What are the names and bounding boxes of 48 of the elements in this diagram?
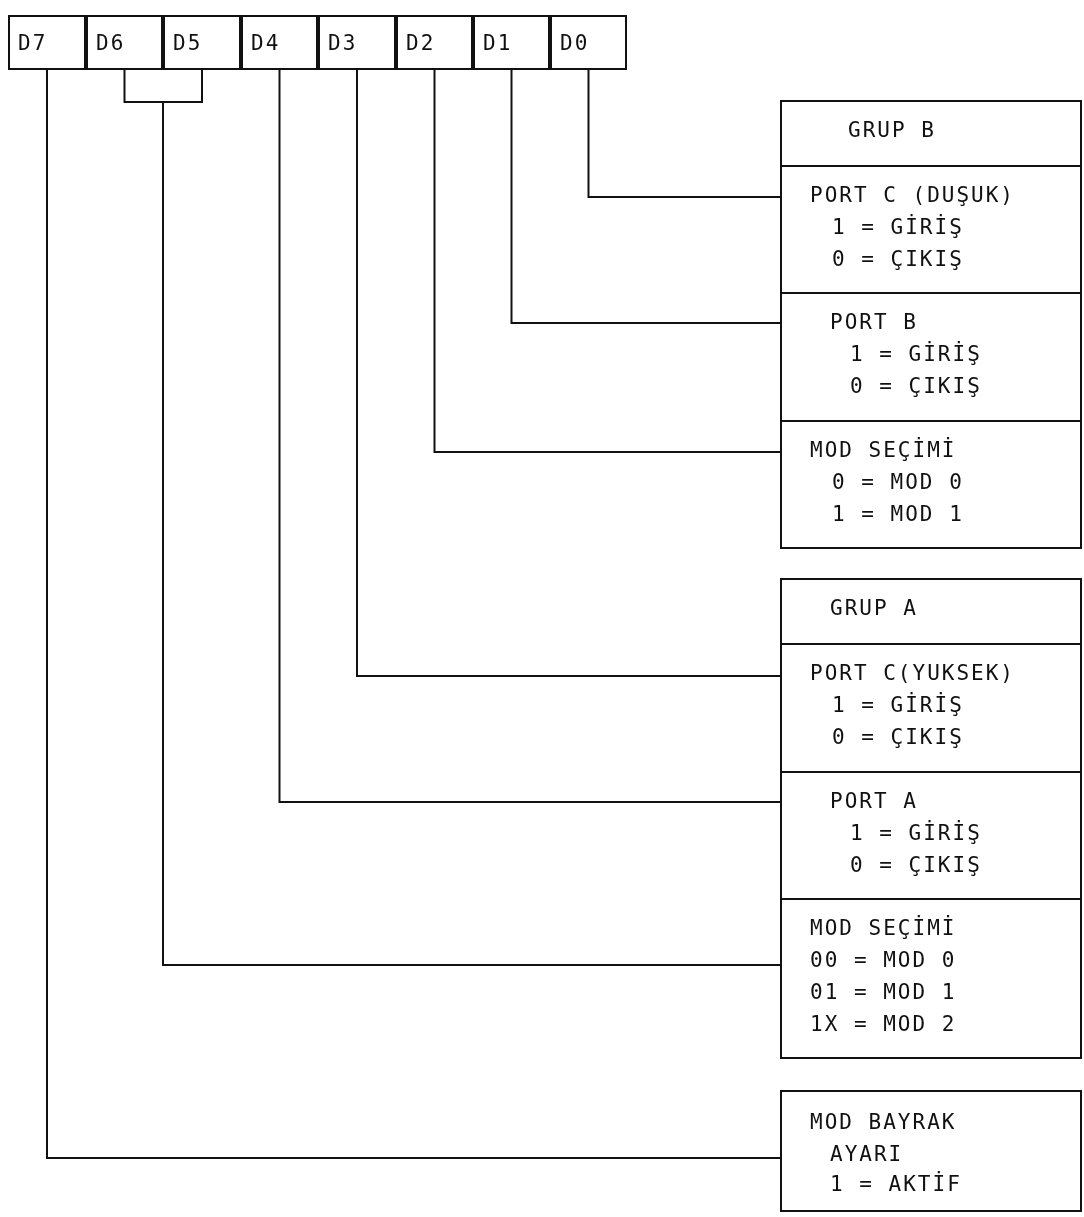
bit-label: D1	[483, 30, 513, 57]
setting-value: 1 = GİRİŞ	[832, 691, 964, 719]
register-bit-box	[473, 15, 550, 70]
setting-value: 1X = MOD 2	[810, 1011, 957, 1038]
register-bit-box	[86, 15, 163, 70]
bit-label: D6	[96, 30, 126, 57]
group-panel	[780, 578, 1082, 1059]
setting-value: 0 = ÇIKIŞ	[850, 373, 982, 400]
setting-value: 1 = GİRİŞ	[850, 819, 982, 847]
register-bit-box	[396, 15, 473, 70]
connector-line	[510, 69, 781, 324]
setting-value: 1 = AKTİF	[830, 1170, 962, 1198]
setting-value: 1 = MOD 1	[832, 501, 964, 528]
setting-value: 1 = GİRİŞ	[832, 213, 964, 241]
bit-label: D0	[560, 30, 590, 57]
setting-box	[780, 1090, 1082, 1212]
bit-label: D3	[328, 30, 358, 57]
group-panel	[780, 100, 1082, 549]
setting-value: 0 = ÇIKIŞ	[832, 724, 964, 751]
register-bit-box	[8, 15, 86, 70]
setting-value: 1 = GİRİŞ	[850, 340, 982, 368]
setting-value: 0 = ÇIKIŞ	[832, 246, 964, 273]
bit-label: D4	[251, 30, 281, 57]
register-bit-box	[318, 15, 396, 70]
connector-line	[356, 69, 781, 677]
bit-label: D5	[173, 30, 203, 57]
setting-value: 00 = MOD 0	[810, 947, 957, 974]
setting-heading: PORT B	[830, 309, 918, 336]
register-bit-box	[550, 15, 627, 70]
setting-value: 0 = MOD 0	[832, 469, 964, 496]
connector-line	[278, 69, 781, 803]
setting-value: 0 = ÇIKIŞ	[850, 852, 982, 879]
connector-line	[433, 69, 781, 453]
setting-heading: PORT C(YUKSEK)	[810, 660, 1015, 687]
bit-label: D2	[406, 30, 436, 57]
connector-line	[587, 69, 781, 198]
setting-heading: MOD SEÇİMİ	[810, 436, 957, 464]
bit-label: D7	[18, 30, 48, 57]
setting-heading: PORT A	[830, 788, 918, 815]
setting-heading: MOD SEÇİMİ	[810, 914, 957, 942]
setting-heading: PORT C (DUŞUK)	[810, 182, 1015, 209]
register-bit-box	[163, 15, 241, 70]
register-bit-box	[241, 15, 318, 70]
connector-line	[46, 69, 781, 1159]
group-heading: GRUP B	[848, 117, 936, 144]
group-heading: GRUP A	[830, 595, 918, 622]
setting-heading: MOD BAYRAK AYARI	[810, 1109, 958, 1168]
setting-value: 01 = MOD 1	[810, 979, 957, 1006]
